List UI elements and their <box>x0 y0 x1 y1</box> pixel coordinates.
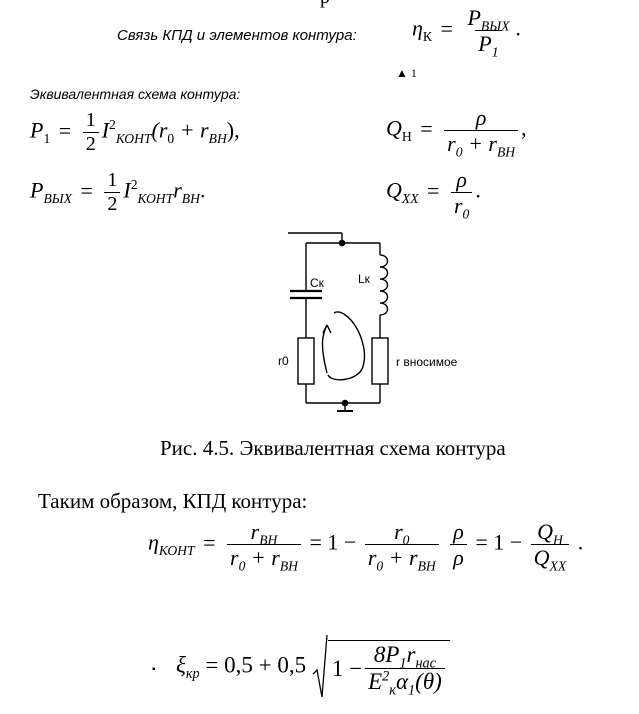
resistor-rvn <box>371 337 389 385</box>
equivalent-circuit-diagram: Ск Lк r0 r вносимое <box>278 232 458 412</box>
xi-formula: ξкр = 0,5 + 0,5 1 − 8P1rнас E2кα1(θ) <box>176 634 450 700</box>
conclusion-text: Таким образом, КПД контура: <box>38 489 308 513</box>
inductor-coil <box>379 254 389 316</box>
list-bullet: ▪ <box>152 664 156 675</box>
cutoff-fragment: р <box>320 0 330 9</box>
equiv-label: Эквивалентная схема контура: <box>30 86 241 102</box>
loop-path <box>327 311 366 381</box>
label-rvn: r вносимое <box>396 355 458 369</box>
label-r0: r0 <box>278 354 289 368</box>
eta-kont-formula: ηКОНТ = rВН r0 + rВН = 1 − r0 r0 + rВН ρ… <box>148 519 584 574</box>
figure-caption: Рис. 4.5. Эквивалентная схема контура <box>160 436 506 460</box>
resistor-r0 <box>297 337 315 385</box>
qxx-formula: QХХ = ρ r0 . <box>386 167 481 222</box>
relation-label: Связь КПД и элементов контура: <box>117 27 357 44</box>
stray-mark: ▲ 1 <box>396 66 417 80</box>
label-lk: Lк <box>358 272 371 286</box>
loop-arrow <box>321 324 332 374</box>
sqrt-sign: 1 − 8P1rнас E2кα1(θ) <box>312 634 450 700</box>
label-ck: Ск <box>310 276 325 290</box>
qh-formula: QН = ρ r0 + rВН , <box>386 105 527 160</box>
eta-k-formula: ηК = PВЫХ P1 . <box>412 5 521 60</box>
radical-icon <box>312 634 328 698</box>
